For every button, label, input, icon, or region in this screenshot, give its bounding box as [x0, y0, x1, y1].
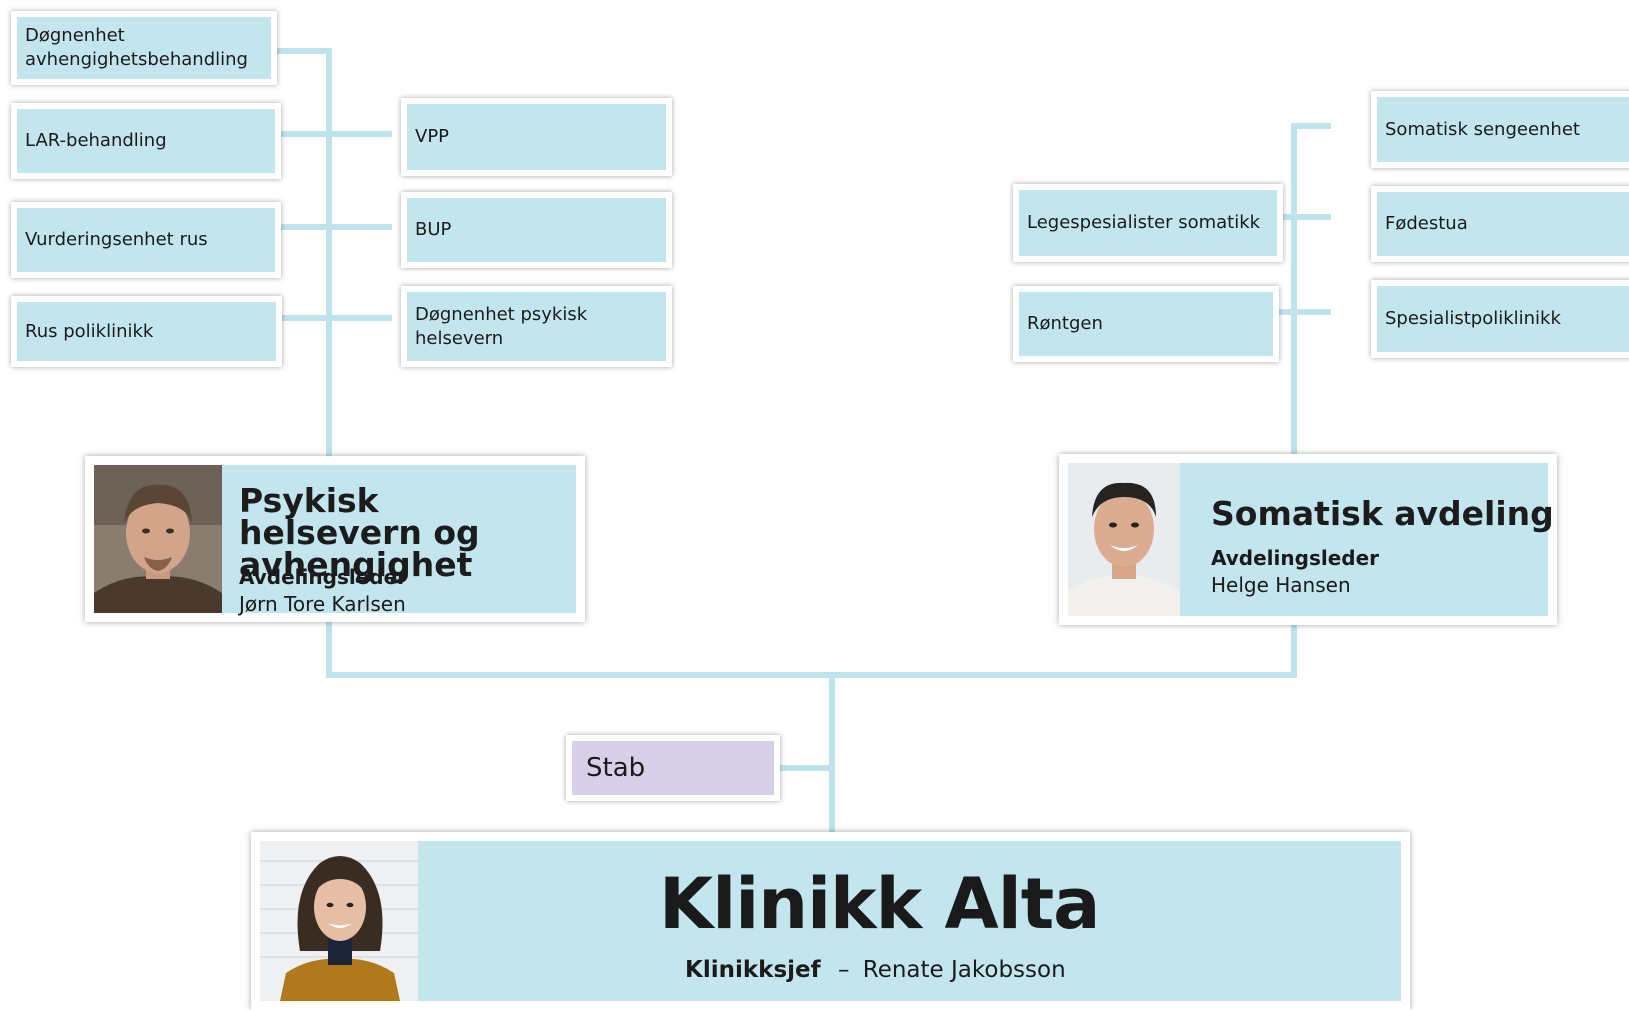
unit-label: Somatisk sengeenhet [1385, 118, 1580, 140]
connector-somatic-top [1291, 123, 1331, 129]
clinic-separator: – [837, 957, 850, 983]
unit-fodestua[interactable]: Fødestua [1371, 186, 1629, 262]
manager-photo-psychiatry [94, 465, 222, 613]
clinic-role-line: Klinikksjef – Renate Jakobsson [685, 957, 1066, 983]
dept-role: Avdelingsleder [239, 565, 408, 589]
unit-label: Spesialistpoliklinikk [1385, 308, 1561, 329]
unit-dognenhet-psykisk[interactable]: Døgnenhet psykisk helsevern [401, 286, 672, 367]
stab-label: Stab [586, 753, 646, 783]
unit-label: Døgnenhet avhengighetsbehandling [25, 25, 248, 70]
connector-psych-trunk [326, 48, 332, 678]
dept-title: Psykisk helsevern og avhengighet [239, 481, 480, 584]
unit-label: Døgnenhet psykisk helsevern [415, 303, 588, 349]
manager-photo-somatic [1068, 463, 1180, 616]
unit-label: Rus poliklinikk [25, 320, 154, 342]
connector-somatic-row3 [1233, 309, 1331, 315]
unit-spesialistpoliklinikk[interactable]: Spesialistpoliklinikk [1371, 280, 1629, 358]
unit-label: Legespesialister somatikk [1027, 212, 1261, 233]
dept-title: Somatisk avdeling [1211, 494, 1554, 533]
connector-psych-row3 [268, 224, 392, 230]
clinic-chief-name: Renate Jakobsson [862, 957, 1066, 983]
connector-stab [775, 765, 833, 771]
connector-top-left [268, 48, 332, 54]
clinic-card[interactable]: Klinikk Alta Klinikksjef – Renate Jakobs… [251, 832, 1410, 1010]
dept-manager-name: Helge Hansen [1211, 573, 1351, 597]
connector-somatic-row2 [1237, 214, 1331, 220]
connector-center-vertical [829, 672, 835, 832]
unit-legespesialister-somatikk[interactable]: Legespesialister somatikk [1013, 184, 1283, 262]
connector-psych-row4 [268, 315, 392, 321]
unit-label: BUP [415, 219, 452, 240]
unit-label: Fødestua [1385, 213, 1468, 234]
unit-label: VPP [415, 126, 450, 147]
unit-dognenhet-avhengighet[interactable]: Døgnenhet avhengighetsbehandling [11, 11, 277, 85]
unit-vpp[interactable]: VPP [401, 98, 672, 176]
connector-bottom-horizontal [326, 672, 1297, 678]
unit-bup[interactable]: BUP [401, 192, 672, 268]
connector-psych-row2 [268, 131, 392, 137]
stab-box[interactable]: Stab [566, 735, 780, 801]
unit-somatisk-sengeenhet[interactable]: Somatisk sengeenhet [1371, 91, 1629, 168]
unit-lar-behandling[interactable]: LAR-behandling [11, 103, 281, 179]
clinic-title: Klinikk Alta [659, 863, 1100, 945]
dept-somatic-card[interactable]: Somatisk avdeling Avdelingsleder Helge H… [1059, 454, 1557, 625]
dept-role: Avdelingsleder [1211, 546, 1380, 570]
connector-somatic-trunk [1291, 123, 1297, 678]
dept-psychiatry-card[interactable]: Psykisk helsevern og avhengighet Avdelin… [85, 456, 585, 622]
clinic-chief-photo [260, 841, 418, 1001]
unit-vurderingsenhet-rus[interactable]: Vurderingsenhet rus [11, 202, 281, 278]
unit-label: Vurderingsenhet rus [25, 229, 208, 250]
unit-rontgen[interactable]: Røntgen [1013, 286, 1279, 362]
clinic-role: Klinikksjef [685, 957, 821, 983]
dept-manager-name: Jørn Tore Karlsen [239, 592, 406, 616]
unit-rus-poliklinikk[interactable]: Rus poliklinikk [11, 296, 282, 367]
unit-label: LAR-behandling [25, 130, 167, 151]
unit-label: Røntgen [1027, 313, 1103, 334]
